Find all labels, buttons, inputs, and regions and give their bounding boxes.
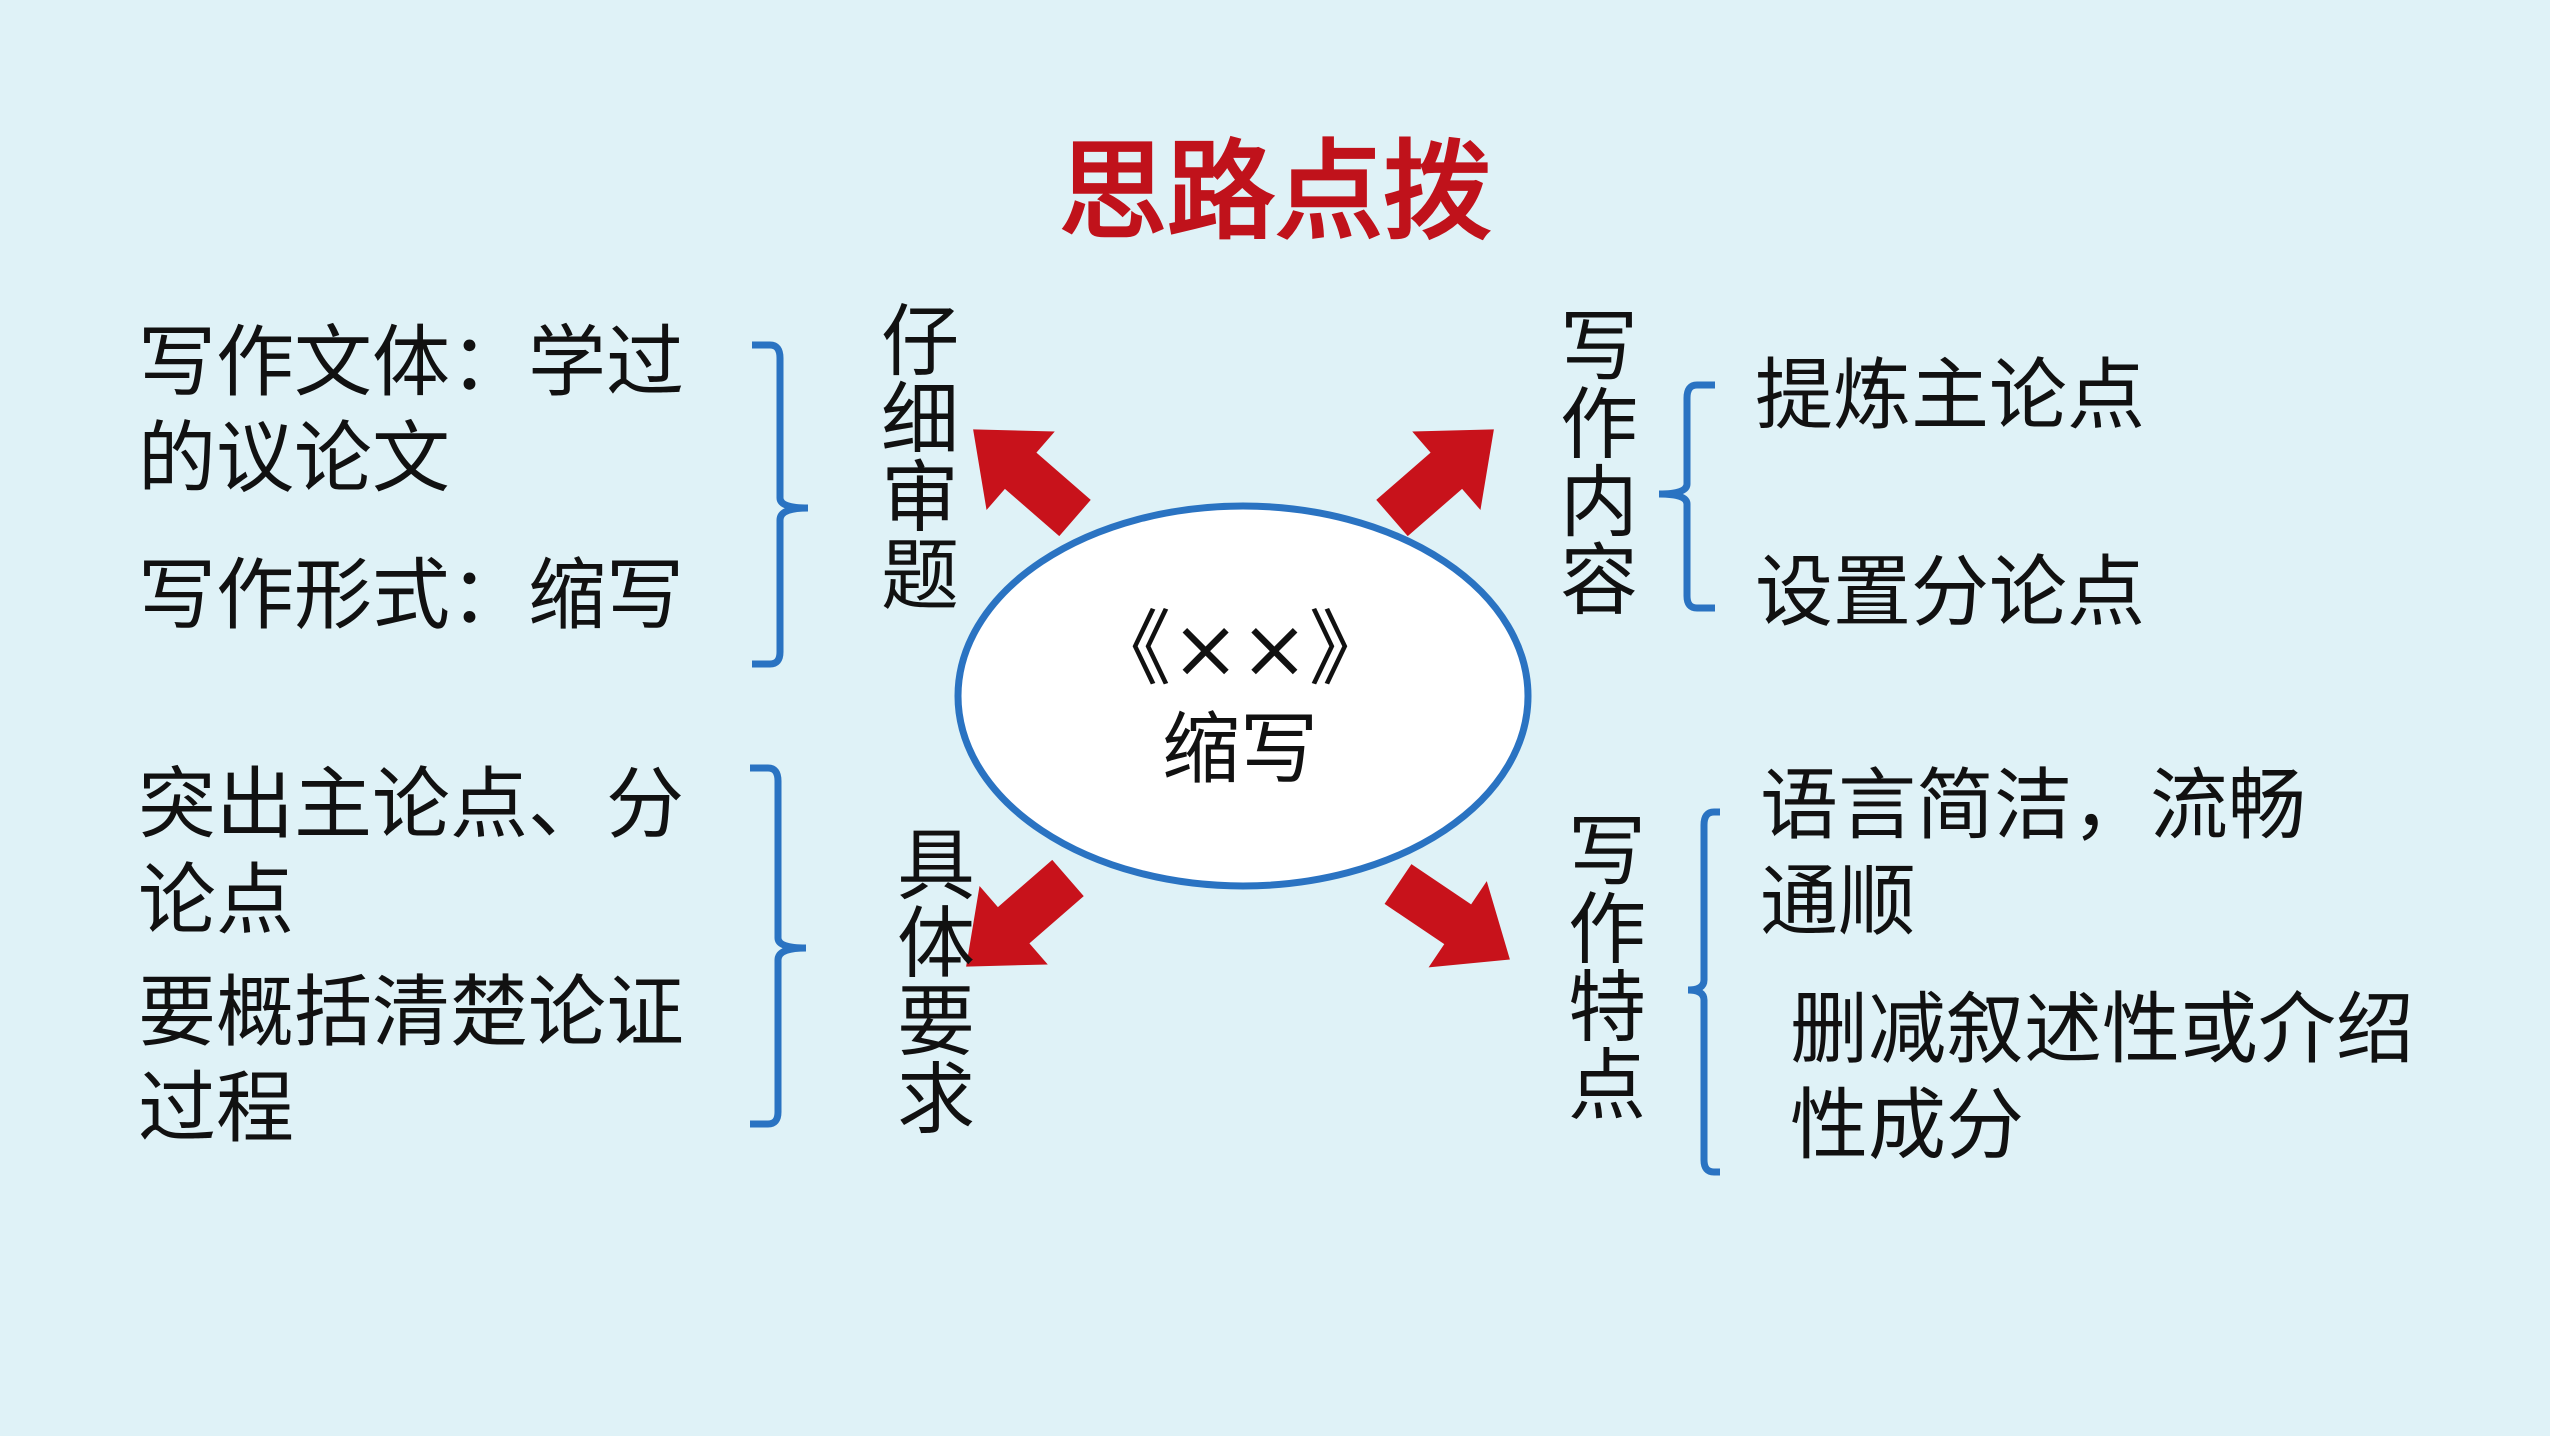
bracket-bottom-right (1687, 808, 1720, 1176)
top-left-item-2: 写作形式：缩写 (138, 551, 685, 641)
center-title: 《××》 (1089, 602, 1391, 697)
bottom-left-item-2: 要概括清楚论证过程 (138, 968, 685, 1154)
center-ellipse (954, 502, 1532, 890)
branch-label-top-left: 仔细审题 (868, 300, 958, 612)
center-subtitle: 缩写 (1161, 705, 1318, 795)
bottom-right-item-2: 删减叙述性或介绍性成分 (1790, 985, 2415, 1171)
top-left-item-1: 写作文体：学过的议论文 (138, 318, 685, 504)
bracket-top-left (752, 341, 809, 668)
page-title: 思路点拨 (1058, 130, 1491, 255)
bottom-left-item-1: 突出主论点、分论点 (138, 760, 685, 946)
top-right-item-1: 提炼主论点 (1755, 351, 2146, 441)
branch-label-bottom-left: 具体要求 (884, 824, 974, 1136)
arrow-bottom-right (1368, 840, 1539, 1003)
bracket-top-right (1658, 381, 1715, 612)
bottom-right-item-1: 语言简洁，流畅通顺 (1760, 761, 2307, 947)
branch-label-bottom-right: 写作特点 (1555, 810, 1645, 1122)
center-label: 《××》 缩写 (960, 600, 1520, 800)
branch-label-top-right: 写作内容 (1547, 305, 1637, 617)
top-right-item-2: 设置分论点 (1755, 548, 2146, 638)
bracket-bottom-left (750, 764, 807, 1128)
arrow-top-left (938, 390, 1110, 558)
